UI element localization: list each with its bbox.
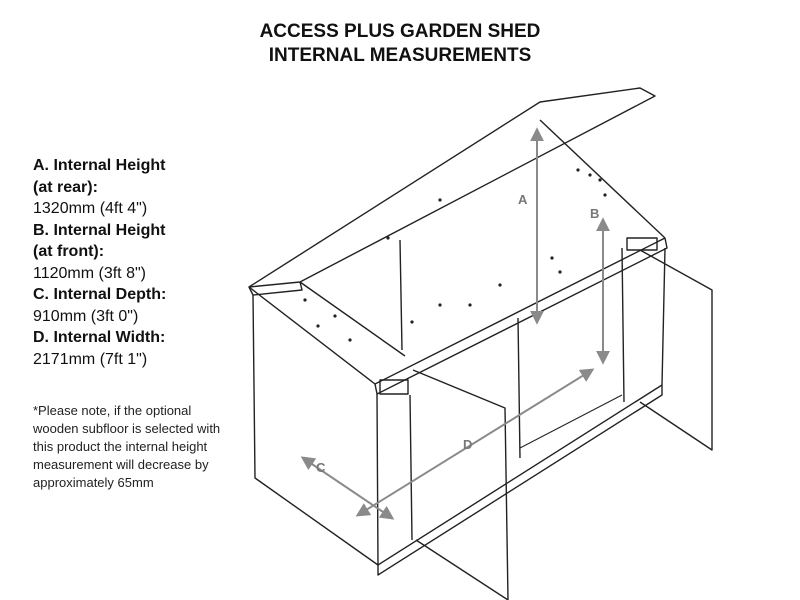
measurement-a: A. Internal Height (at rear): 1320mm (4f… xyxy=(33,155,233,220)
measurement-b-label: B. Internal Height xyxy=(33,221,166,239)
measurement-b: B. Internal Height (at front): 1120mm (3… xyxy=(33,220,233,285)
dimension-d-letter: D xyxy=(463,437,472,452)
dimension-d-arrow xyxy=(355,368,595,517)
measurement-c-label: C. Internal Depth: xyxy=(33,286,167,303)
title-line-2: INTERNAL MEASUREMENTS xyxy=(268,45,532,66)
shed-door-split xyxy=(517,317,521,459)
dimension-lines xyxy=(300,127,610,520)
subfloor-note: *Please note, if the optional wooden sub… xyxy=(33,403,221,490)
shed-door-left-edge xyxy=(409,394,413,541)
measurement-a-label: A. Internal Height xyxy=(33,157,166,174)
measurement-c: C. Internal Depth: 910mm (3ft 0") xyxy=(33,284,233,327)
shed-door-right-edge xyxy=(621,247,625,403)
shed-lid xyxy=(248,87,656,288)
shed-left-panel xyxy=(252,294,379,566)
title-line-1: ACCESS PLUS GARDEN SHED xyxy=(259,21,541,42)
measurement-b-sublabel: (at front): xyxy=(33,243,105,260)
dimension-c-letter: C xyxy=(316,460,326,475)
page-title: ACCESS PLUS GARDEN SHED INTERNAL MEASURE… xyxy=(0,20,800,68)
measurement-c-value: 910mm (3ft 0") xyxy=(33,307,139,325)
measurement-a-sublabel: (at rear): xyxy=(33,178,98,196)
shed-floor-inner xyxy=(519,394,623,449)
dimension-a-letter: A xyxy=(518,192,528,207)
hinge-right xyxy=(626,237,658,251)
rivet-dots xyxy=(303,168,607,342)
shed-inner-floor-line xyxy=(299,281,406,357)
shed-back-rim xyxy=(539,119,666,239)
shed-open-door-right xyxy=(639,249,713,451)
shed-lid-edge xyxy=(248,281,303,296)
shed-outline xyxy=(248,87,713,600)
measurement-d-label: D. Internal Width: xyxy=(33,329,166,346)
shed-open-door-left xyxy=(412,369,509,600)
measurement-a-value: 1320mm (4ft 4") xyxy=(33,200,148,217)
dimension-b-letter: B xyxy=(590,206,599,221)
measurement-b-value: 1120mm (3ft 8") xyxy=(33,264,146,282)
shed-inner-post xyxy=(399,239,403,351)
measurement-list: A. Internal Height (at rear): 1320mm (4f… xyxy=(33,155,233,370)
hinge-left xyxy=(379,379,409,395)
measurement-d-value: 2171mm (7ft 1") xyxy=(33,350,148,368)
measurement-d: D. Internal Width: 2171mm (7ft 1") xyxy=(33,327,233,370)
